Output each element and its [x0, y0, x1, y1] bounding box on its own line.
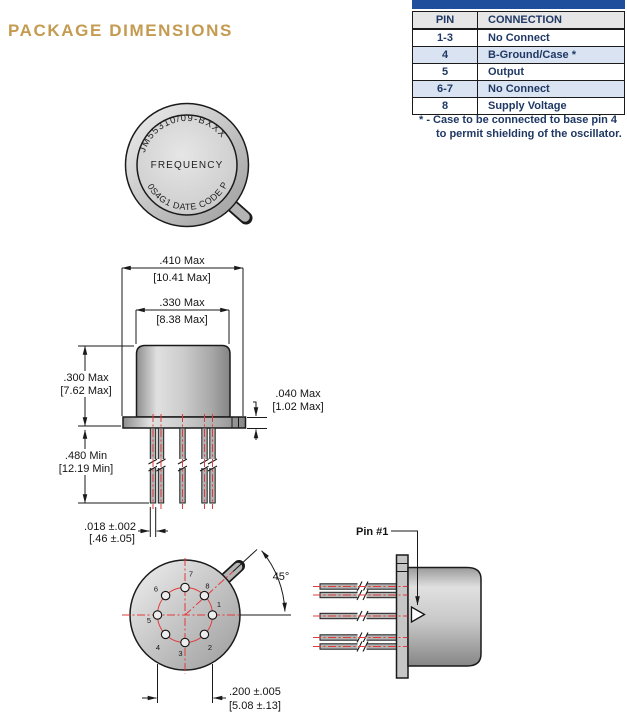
- dim-45deg-label: 45°: [273, 571, 290, 583]
- marking-frequency: FREQUENCY: [151, 160, 224, 171]
- dim-200-mm-label: [5.08 ±.13]: [229, 700, 281, 712]
- pin-centerlines: [152, 414, 213, 509]
- svg-text:7: 7: [189, 570, 193, 579]
- pin-number-labels: 1 2 3 4 5 6 7 8: [147, 570, 221, 659]
- dim-300-label: .300 Max: [63, 372, 109, 384]
- table-row: 6-7 No Connect: [412, 80, 625, 98]
- svg-text:6: 6: [154, 585, 158, 594]
- dim-410-label: .410 Max: [159, 255, 205, 267]
- header-pin: PIN: [412, 11, 478, 30]
- cell-connection: Supply Voltage: [477, 97, 625, 115]
- centerlines: [122, 558, 249, 674]
- table-row: 8 Supply Voltage: [412, 97, 625, 115]
- top-view-drawing: JM55310/09-BXXX FREQUENCY 0S4G1 DATE COD…: [124, 102, 253, 228]
- can-body: [135, 344, 231, 418]
- can-pins: [148, 414, 218, 509]
- pin-holes: [152, 582, 218, 648]
- dim-410-mm-label: [10.41 Max]: [153, 272, 210, 284]
- side-view-drawing: Pin #1: [313, 526, 482, 679]
- table-top-bar: [412, 0, 625, 9]
- svg-text:5: 5: [147, 616, 151, 625]
- svg-text:3: 3: [178, 649, 182, 658]
- pin-connection-table: PIN CONNECTION 1-3 No Connect 4 B-Ground…: [412, 0, 625, 115]
- table-row: 5 Output: [412, 63, 625, 81]
- svg-text:4: 4: [156, 643, 160, 652]
- svg-text:1: 1: [217, 600, 221, 609]
- header-connection: CONNECTION: [477, 11, 625, 30]
- pin1-callout-label: Pin #1: [356, 526, 388, 538]
- dim-040-mm-label: [1.02 Max]: [272, 401, 323, 413]
- svg-text:2: 2: [208, 643, 212, 652]
- dim-018-label: .018 ±.002: [84, 521, 136, 533]
- bottom-view-drawing: 1 2 3 4 5 6 7 8 45° .200 ±.005 [5.08 ±.1…: [122, 549, 291, 712]
- table-footnote-line1: * - Case to be connected to base pin 4: [419, 114, 618, 126]
- table-header-row: PIN CONNECTION: [412, 11, 625, 30]
- cell-pin: 4: [412, 46, 478, 64]
- can-flange: [122, 416, 247, 429]
- dim-330-mm-label: [8.38 Max]: [156, 314, 207, 326]
- pin-table: PIN CONNECTION 1-3 No Connect 4 B-Ground…: [412, 11, 625, 115]
- dim-200-label: .200 ±.005: [229, 686, 281, 698]
- pin1-indicator-triangle: [410, 605, 426, 624]
- pin-centerlines: [313, 586, 408, 647]
- dim-330-label: .330 Max: [159, 297, 205, 309]
- can-body: [407, 566, 482, 667]
- table-footnote-line2: to permit shielding of the oscillator.: [436, 128, 622, 140]
- dim-040-label: .040 Max: [275, 388, 321, 400]
- table-row: 4 B-Ground/Case *: [412, 46, 625, 64]
- front-view-drawing: .410 Max [10.41 Max] .330 Max [8.38 Max]: [55, 255, 324, 545]
- dim-480-mm-label: [12.19 Min]: [59, 463, 113, 475]
- dim-480-label: .480 Min: [65, 450, 107, 462]
- cell-connection: B-Ground/Case *: [477, 46, 625, 64]
- dim-018-mm-label: [.46 ±.05]: [89, 533, 135, 545]
- page-title: PACKAGE DIMENSIONS: [8, 21, 233, 40]
- dim-300-mm-label: [7.62 Max]: [60, 385, 111, 397]
- can-inner-circle: [136, 114, 238, 216]
- svg-text:8: 8: [205, 582, 209, 591]
